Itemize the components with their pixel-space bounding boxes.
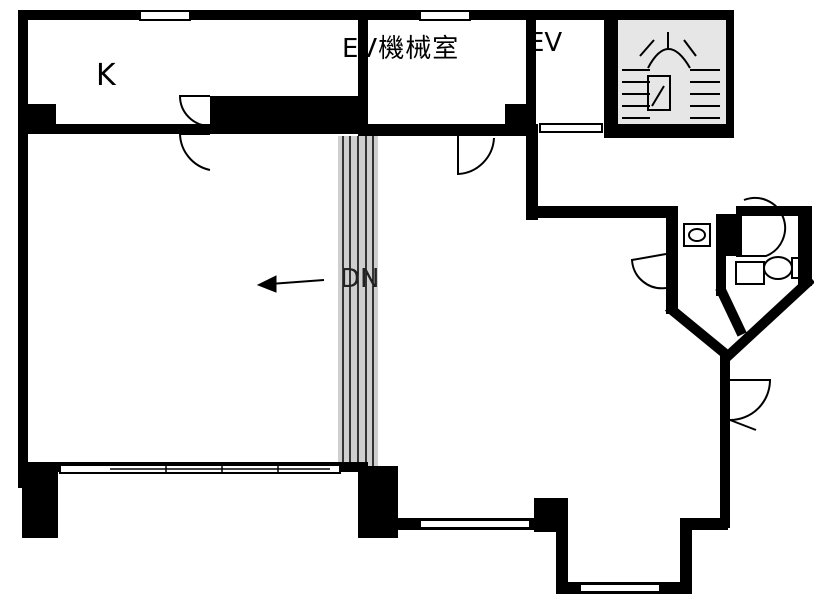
ev-machine-room-label: EV機械室	[342, 34, 460, 64]
arrow-left-icon	[256, 275, 325, 293]
down-label: DN	[340, 264, 380, 294]
elevator-label: EV	[528, 28, 563, 58]
spiral-stair-steps	[622, 32, 720, 119]
toilet-walls	[664, 274, 814, 363]
washbasin-icon	[683, 223, 711, 247]
door-swing-icon	[178, 95, 787, 431]
spiral-stair-icon	[616, 18, 732, 134]
kitchen-label: K	[96, 58, 116, 93]
toilet-icon	[735, 256, 807, 285]
